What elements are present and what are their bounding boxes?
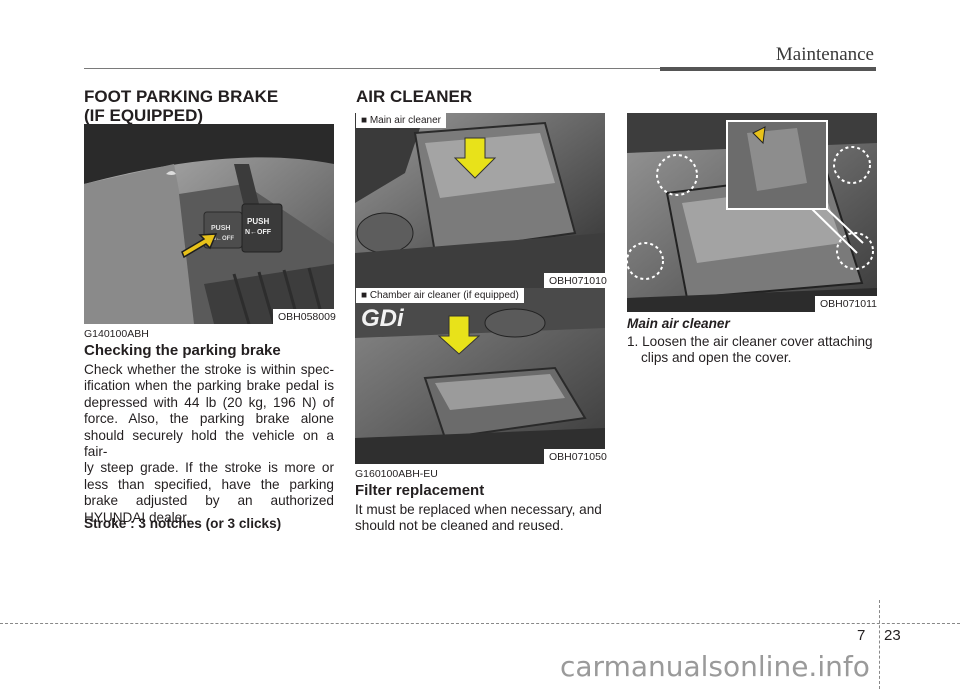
page-number: 23: [884, 627, 901, 644]
body-line: HYUNDAI dealer.: [84, 509, 190, 525]
main-air-cleaner-label: ■ Main air cleaner: [356, 113, 446, 128]
down-arrow-icon: [437, 315, 481, 355]
footer-rule: [0, 623, 960, 624]
pointer-arrow-icon: [181, 233, 218, 259]
body-line: depressed with 44 lb (20 kg, 196 N) of: [84, 394, 334, 410]
chamber-air-cleaner-label: ■ Chamber air cleaner (if equipped): [356, 288, 524, 303]
step-1-line-2: clips and open the cover.: [641, 350, 792, 366]
step-1: 1. Loosen the air cleaner cover attachin…: [627, 334, 883, 367]
body-line: It must be replaced when necessary, and: [355, 502, 602, 517]
air-cleaner-clips-photo: [627, 113, 877, 312]
gdi-logo-text: GDi: [361, 305, 405, 332]
parking-brake-photo: PUSH ON←OFF PUSH N←OFF: [84, 124, 334, 324]
running-header-title: Maintenance: [775, 44, 874, 65]
photo-push-label-2: ON←OFF: [207, 236, 234, 242]
header-rule-accent: [660, 67, 876, 71]
main-air-cleaner-photo: [355, 113, 605, 288]
header-rule: [84, 68, 660, 69]
section-title-parking-brake: FOOT PARKING BRAKE (IF EQUIPPED): [84, 87, 278, 125]
down-arrow-icon: [453, 137, 497, 179]
step-1-line-1: 1. Loosen the air cleaner cover attachin…: [627, 334, 873, 349]
body-line: Check whether the stroke is within spec-: [84, 362, 334, 377]
footer-divider: [879, 600, 880, 689]
subhead-main-air-cleaner: Main air cleaner: [627, 316, 730, 331]
body-line: ly steep grade. If the stroke is more or: [84, 460, 334, 476]
section-title-line-1: FOOT PARKING BRAKE: [84, 87, 279, 106]
parking-brake-body: Check whether the stroke is within spec-…: [84, 362, 334, 526]
body-line: less than specified, have the parking: [84, 476, 334, 492]
photo-push-label-1: PUSH: [211, 225, 230, 232]
watermark: carmanualsonline.info: [560, 650, 870, 683]
section-title-air-cleaner: AIR CLEANER: [356, 87, 473, 106]
photo-code-parking-brake: OBH058009: [273, 309, 341, 325]
photo-code-main-air-cleaner: OBH071010: [544, 273, 612, 289]
subhead-filter-replacement: Filter replacement: [355, 482, 485, 499]
chapter-number: 7: [857, 627, 866, 644]
subhead-checking-parking-brake: Checking the parking brake: [84, 342, 281, 359]
stroke-note: Stroke : 3 notches (or 3 clicks): [84, 516, 282, 531]
body-line: should securely hold the vehicle on a fa…: [84, 427, 334, 460]
chamber-air-cleaner-photo: GDi: [355, 288, 605, 464]
filter-replacement-body: It must be replaced when necessary, and …: [355, 502, 611, 535]
body-line: brake adjusted by an authorized: [84, 493, 334, 509]
body-line: should not be cleaned and reused.: [355, 518, 564, 534]
photo-push-label-4: N←OFF: [245, 229, 272, 236]
section-title-line-2: (IF EQUIPPED): [84, 106, 204, 125]
body-line: force. Also, the parking brake alone: [84, 411, 334, 427]
body-line: ification when the parking brake pedal i…: [84, 378, 334, 394]
photo-push-label-3: PUSH: [247, 217, 269, 226]
photo-code-air-cleaner-clips: OBH071011: [815, 296, 883, 312]
doc-code-air-cleaner: G160100ABH-EU: [355, 468, 438, 480]
doc-code-parking-brake: G140100ABH: [84, 328, 149, 340]
photo-code-chamber-air-cleaner: OBH071050: [544, 449, 612, 465]
